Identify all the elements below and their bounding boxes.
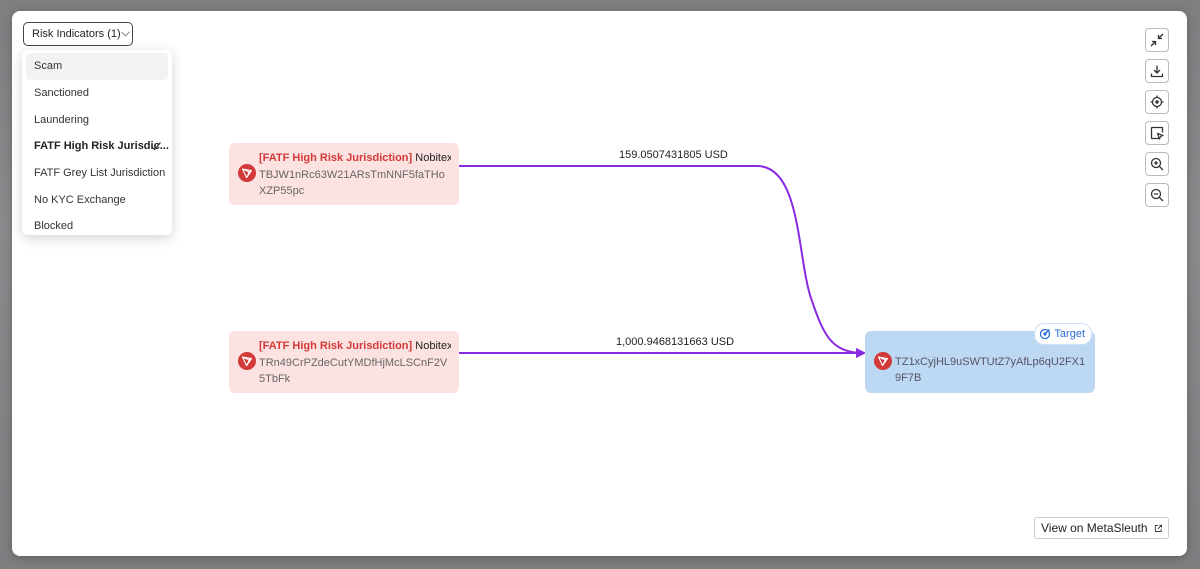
zoom-out-icon <box>1150 188 1164 202</box>
external-link-icon <box>1154 524 1162 532</box>
download-button[interactable] <box>1145 59 1169 83</box>
tron-icon <box>874 352 892 370</box>
zoom-in-icon <box>1150 157 1164 171</box>
risk-indicators-dropdown: Scam Sanctioned Laundering FATF High Ris… <box>22 50 172 235</box>
collapse-icon <box>1150 33 1164 47</box>
locate-icon <box>1150 95 1164 109</box>
node-label: [FATF High Risk Jurisdiction] Nobitex.ir… <box>259 339 451 353</box>
option-label: Blocked <box>34 220 74 233</box>
option-fatf-high-risk[interactable]: FATF High Risk Jurisdic... <box>26 133 169 160</box>
edge-1[interactable] <box>459 165 866 358</box>
zoom-in-button[interactable] <box>1145 152 1169 176</box>
target-badge: Target <box>1034 323 1092 345</box>
locate-button[interactable] <box>1145 90 1169 114</box>
node-address: TRn49CrPZdeCutYMDfHjMcLSCnF2V5TbFk <box>259 357 448 385</box>
tron-icon <box>238 352 256 370</box>
target-badge-label: Target <box>1054 328 1085 340</box>
view-on-metasleuth-link[interactable]: View on MetaSleuth <box>1034 517 1169 539</box>
option-laundering[interactable]: Laundering <box>26 106 168 133</box>
download-icon <box>1150 65 1164 78</box>
option-label: FATF Grey List Jurisdiction <box>34 167 166 180</box>
target-icon <box>1040 328 1051 340</box>
checkmark-icon <box>151 142 161 151</box>
target-node[interactable]: Target TZ1xCyjHL9uSWTUtZ7yAfLp6qU2FX19F7… <box>865 323 1095 393</box>
option-blocked[interactable]: Blocked <box>26 213 168 240</box>
option-label: No KYC Exchange <box>34 193 126 206</box>
option-label: FATF High Risk Jurisdic... <box>34 140 169 153</box>
chevron-down-icon <box>120 29 130 39</box>
graph-canvas[interactable] <box>12 11 1187 556</box>
option-scam[interactable]: Scam <box>26 53 168 80</box>
collapse-button[interactable] <box>1145 28 1169 52</box>
risk-indicators-select[interactable]: Risk Indicators (1) <box>23 22 133 46</box>
node-label: [FATF High Risk Jurisdiction] Nobitex.ir… <box>259 151 451 165</box>
target-address: TZ1xCyjHL9uSWTUtZ7yAfLp6qU2FX19F7B <box>895 356 1086 384</box>
zoom-out-button[interactable] <box>1145 183 1169 207</box>
entity-name: Nobitex.ir:... <box>415 152 451 164</box>
select-icon <box>1150 126 1164 140</box>
option-label: Scam <box>34 60 63 73</box>
option-fatf-grey-list[interactable]: FATF Grey List Jurisdiction <box>26 160 168 187</box>
select-button[interactable] <box>1145 121 1169 145</box>
entity-name: Nobitex.ir:... <box>415 340 451 352</box>
source-node-1[interactable]: [FATF High Risk Jurisdiction] Nobitex.ir… <box>229 143 459 205</box>
risk-indicators-label: Risk Indicators (1) <box>32 28 121 40</box>
edge-1-amount: 159.0507431805 USD <box>619 149 728 161</box>
risk-tag: [FATF High Risk Jurisdiction] <box>259 340 413 352</box>
view-on-metasleuth-label: View on MetaSleuth <box>1041 521 1148 535</box>
graph-modal: 159.0507431805 USD 1,000.9468131663 USD … <box>12 11 1187 556</box>
risk-tag: [FATF High Risk Jurisdiction] <box>259 152 413 164</box>
source-node-2[interactable]: [FATF High Risk Jurisdiction] Nobitex.ir… <box>229 331 459 393</box>
node-address: TBJW1nRc63W21ARsTmNNF5faTHoXZP55pc <box>259 169 445 197</box>
edge-2-amount: 1,000.9468131663 USD <box>616 336 735 348</box>
tron-icon <box>238 164 256 182</box>
option-no-kyc-exchange[interactable]: No KYC Exchange <box>26 186 168 213</box>
option-sanctioned[interactable]: Sanctioned <box>26 80 168 107</box>
option-label: Laundering <box>34 113 90 126</box>
option-label: Sanctioned <box>34 87 90 100</box>
